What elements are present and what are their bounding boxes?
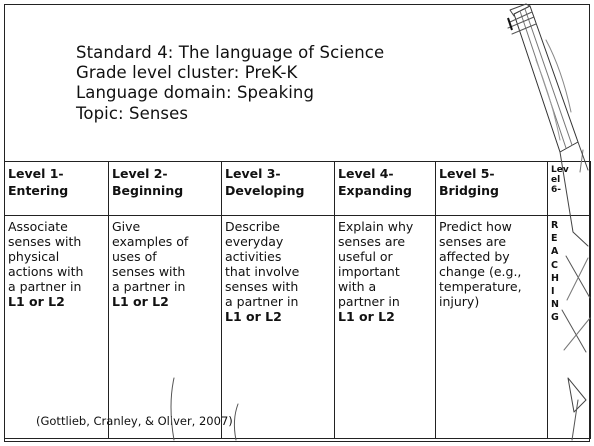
level-2-cell: Give examples of uses of senses with a p… <box>108 215 222 439</box>
level-2-language-note: L1 or L2 <box>112 294 169 309</box>
table-body-row: Associate senses with physical actions w… <box>4 215 591 439</box>
grade-level-cluster: Grade level cluster: PreK-K <box>76 63 298 82</box>
level-5-descriptor: Predict how senses are affected by chang… <box>439 219 522 309</box>
level-3-language-note: L1 or L2 <box>225 309 282 324</box>
level-6-header: Lev el 6- <box>547 161 591 216</box>
topic: Topic: Senses <box>76 104 189 123</box>
level-6-reaching: R E A C H I N G <box>551 220 559 324</box>
level-3-cell: Describe everyday activities that involv… <box>221 215 335 439</box>
level-6-title: Lev el 6- <box>551 165 569 195</box>
level-4-descriptor: Explain why senses are useful or importa… <box>338 219 414 309</box>
proficiency-levels-table: Level 1- Entering Level 2- Beginning Lev… <box>4 161 591 439</box>
level-1-language-note: L1 or L2 <box>8 294 65 309</box>
language-domain: Language domain: Speaking <box>76 83 315 102</box>
level-2-title: Level 2- Beginning <box>112 166 184 198</box>
level-4-cell: Explain why senses are useful or importa… <box>334 215 436 439</box>
level-5-title: Level 5- Bridging <box>439 166 500 198</box>
level-4-language-note: L1 or L2 <box>338 309 395 324</box>
level-3-title: Level 3- Developing <box>225 166 305 198</box>
level-3-header: Level 3- Developing <box>221 161 335 216</box>
level-5-header: Level 5- Bridging <box>435 161 548 216</box>
standard-title: Standard 4: The language of Science <box>76 43 385 62</box>
level-4-title: Level 4- Expanding <box>338 166 412 198</box>
level-5-cell: Predict how senses are affected by chang… <box>435 215 548 439</box>
level-1-cell: Associate senses with physical actions w… <box>4 215 109 439</box>
level-1-descriptor: Associate senses with physical actions w… <box>8 219 84 294</box>
level-2-header: Level 2- Beginning <box>108 161 222 216</box>
citation: (Gottlieb, Cranley, & Oliver, 2007) <box>36 414 233 428</box>
level-3-descriptor: Describe everyday activities that involv… <box>225 219 300 309</box>
level-1-header: Level 1- Entering <box>4 161 109 216</box>
table-header-row: Level 1- Entering Level 2- Beginning Lev… <box>4 161 591 216</box>
level-6-cell: R E A C H I N G <box>547 215 591 439</box>
level-2-descriptor: Give examples of uses of senses with a p… <box>112 219 189 294</box>
level-4-header: Level 4- Expanding <box>334 161 436 216</box>
level-1-title: Level 1- Entering <box>8 166 69 198</box>
